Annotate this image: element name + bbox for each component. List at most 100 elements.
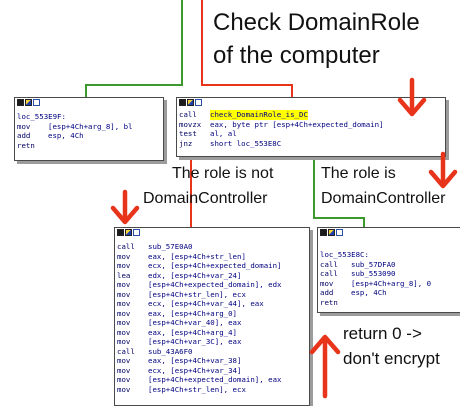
instruction-operands: ecx, [esp+4Ch+var_34] <box>148 365 242 375</box>
code-line[interactable]: mov [esp+4Ch+var_3C], eax <box>117 337 307 347</box>
instruction-operands: al, al <box>210 129 237 138</box>
instruction-operands: ecx, [esp+4Ch+expected_domain] <box>148 261 282 270</box>
instruction-mnemonic: add <box>17 131 31 140</box>
instruction-operands: eax, [esp+4Ch+str_len] <box>148 251 246 261</box>
code-line[interactable]: mov [esp+4Ch+expected_domain], eax <box>117 375 307 385</box>
annotation-return-line2: don't encrypt <box>343 349 440 368</box>
color-icon[interactable] <box>125 229 132 236</box>
instruction-mnemonic: mov <box>117 280 131 289</box>
instruction-operands: eax, [esp+4Ch+arg_0] <box>148 308 237 318</box>
wire-to-left-block-v <box>85 84 87 98</box>
instruction-mnemonic: add <box>320 288 334 297</box>
code-line[interactable]: mov ecx, [esp+4Ch+expected_domain] <box>117 261 307 271</box>
instruction-operands: [esp+4Ch+str_len], ecx <box>148 384 246 394</box>
instruction-operands: sub_553090 <box>351 269 396 278</box>
instruction-mnemonic: mov <box>117 375 131 384</box>
instruction-mnemonic: call <box>117 346 135 356</box>
color-icon[interactable] <box>187 99 194 106</box>
annotation-not-dc-line2: DomainController <box>143 190 268 207</box>
instruction-mnemonic: mov <box>117 261 131 270</box>
red-arrow-down-icon <box>110 189 140 225</box>
instruction-mnemonic: mov <box>117 365 131 375</box>
instruction-mnemonic: mov <box>320 278 334 288</box>
annotation-title-line1: Check DomainRole <box>213 9 420 36</box>
instruction-operands: ecx, [esp+4Ch+var_44], eax <box>148 299 264 308</box>
red-arrow-up-icon <box>309 334 341 399</box>
code-line[interactable]: mov ecx, [esp+4Ch+var_34] <box>117 366 307 376</box>
window-icon[interactable] <box>195 99 202 106</box>
block-label: loc_553E8C: <box>320 250 369 259</box>
window-icon[interactable] <box>336 229 343 236</box>
code-line[interactable]: mov [esp+4Ch+arg_8], 0 <box>320 279 459 289</box>
instruction-mnemonic: call <box>320 259 338 269</box>
wire-is-dc-b <box>313 217 365 219</box>
code-line[interactable]: add esp, 4Ch <box>320 288 459 298</box>
code-line[interactable]: retn <box>17 141 161 151</box>
window-icon[interactable] <box>33 99 40 106</box>
graph-icon[interactable] <box>17 99 24 106</box>
instruction-operands: esp, 4Ch <box>351 288 387 297</box>
code-line[interactable]: retn <box>320 298 459 308</box>
instruction-mnemonic: movzx <box>179 119 202 129</box>
wire-to-left-block <box>181 0 183 85</box>
instruction-mnemonic: mov <box>117 308 131 318</box>
instruction-operands: [esp+4Ch+arg_8], 0 <box>351 278 432 288</box>
instruction-operands: [esp+4Ch+expected_domain], eax <box>148 375 282 384</box>
wire-to-center-block <box>201 0 203 85</box>
graph-icon[interactable] <box>117 229 124 236</box>
instruction-operands: [esp+4Ch+arg_8], bl <box>48 121 133 131</box>
wire-not-dc-a <box>190 144 192 230</box>
instruction-operands: [esp+4Ch+var_3C], eax <box>148 337 242 346</box>
code-line[interactable]: mov[esp+4Ch+arg_8], bl <box>17 122 161 132</box>
graph-icon[interactable] <box>320 229 327 236</box>
instruction-mnemonic: mov <box>117 289 131 299</box>
instruction-operands: check_DomainRole_is_DC <box>210 110 308 120</box>
instruction-mnemonic: mov <box>117 356 131 365</box>
code-line[interactable]: mov[esp+4Ch+var_40], eax <box>117 318 307 328</box>
block-toolbar <box>177 98 445 109</box>
block-toolbar <box>115 228 309 239</box>
annotation-is-dc-line2: DomainController <box>321 190 446 207</box>
graph-icon[interactable] <box>179 99 186 106</box>
instruction-mnemonic: lea <box>117 270 131 280</box>
color-icon[interactable] <box>25 99 32 106</box>
instruction-mnemonic: mov <box>117 318 131 327</box>
block-toolbar <box>15 98 163 109</box>
instruction-mnemonic: mov <box>117 337 131 346</box>
window-icon[interactable] <box>133 229 140 236</box>
wire-to-left-block-h <box>85 84 183 86</box>
instruction-mnemonic: jnz <box>179 138 193 148</box>
color-icon[interactable] <box>328 229 335 236</box>
instruction-mnemonic: call <box>179 110 197 119</box>
code-line[interactable]: mov eax, [esp+4Ch+str_len] <box>117 252 307 262</box>
annotation-title-line2: of the computer <box>213 42 380 69</box>
code-line[interactable]: mov[esp+4Ch+str_len], ecx <box>117 385 307 395</box>
code-line[interactable]: mov [esp+4Ch+expected_domain], edx <box>117 280 307 290</box>
instruction-mnemonic: mov <box>117 251 131 261</box>
block-label: loc_553E9F: <box>17 112 66 121</box>
instruction-operands: [esp+4Ch+expected_domain], edx <box>148 280 282 289</box>
code-line[interactable]: call check_DomainRole_is_DC <box>179 110 443 120</box>
wire-is-dc-c <box>363 217 365 229</box>
wire-to-center-block-h <box>201 84 293 86</box>
wire-is-dc-a <box>313 144 315 218</box>
code-line[interactable]: mov eax, [esp+4Ch+arg_0] <box>117 309 307 319</box>
code-line[interactable]: mov[esp+4Ch+str_len], ecx <box>117 290 307 300</box>
annotation-is-dc-line1: The role is <box>321 165 396 182</box>
